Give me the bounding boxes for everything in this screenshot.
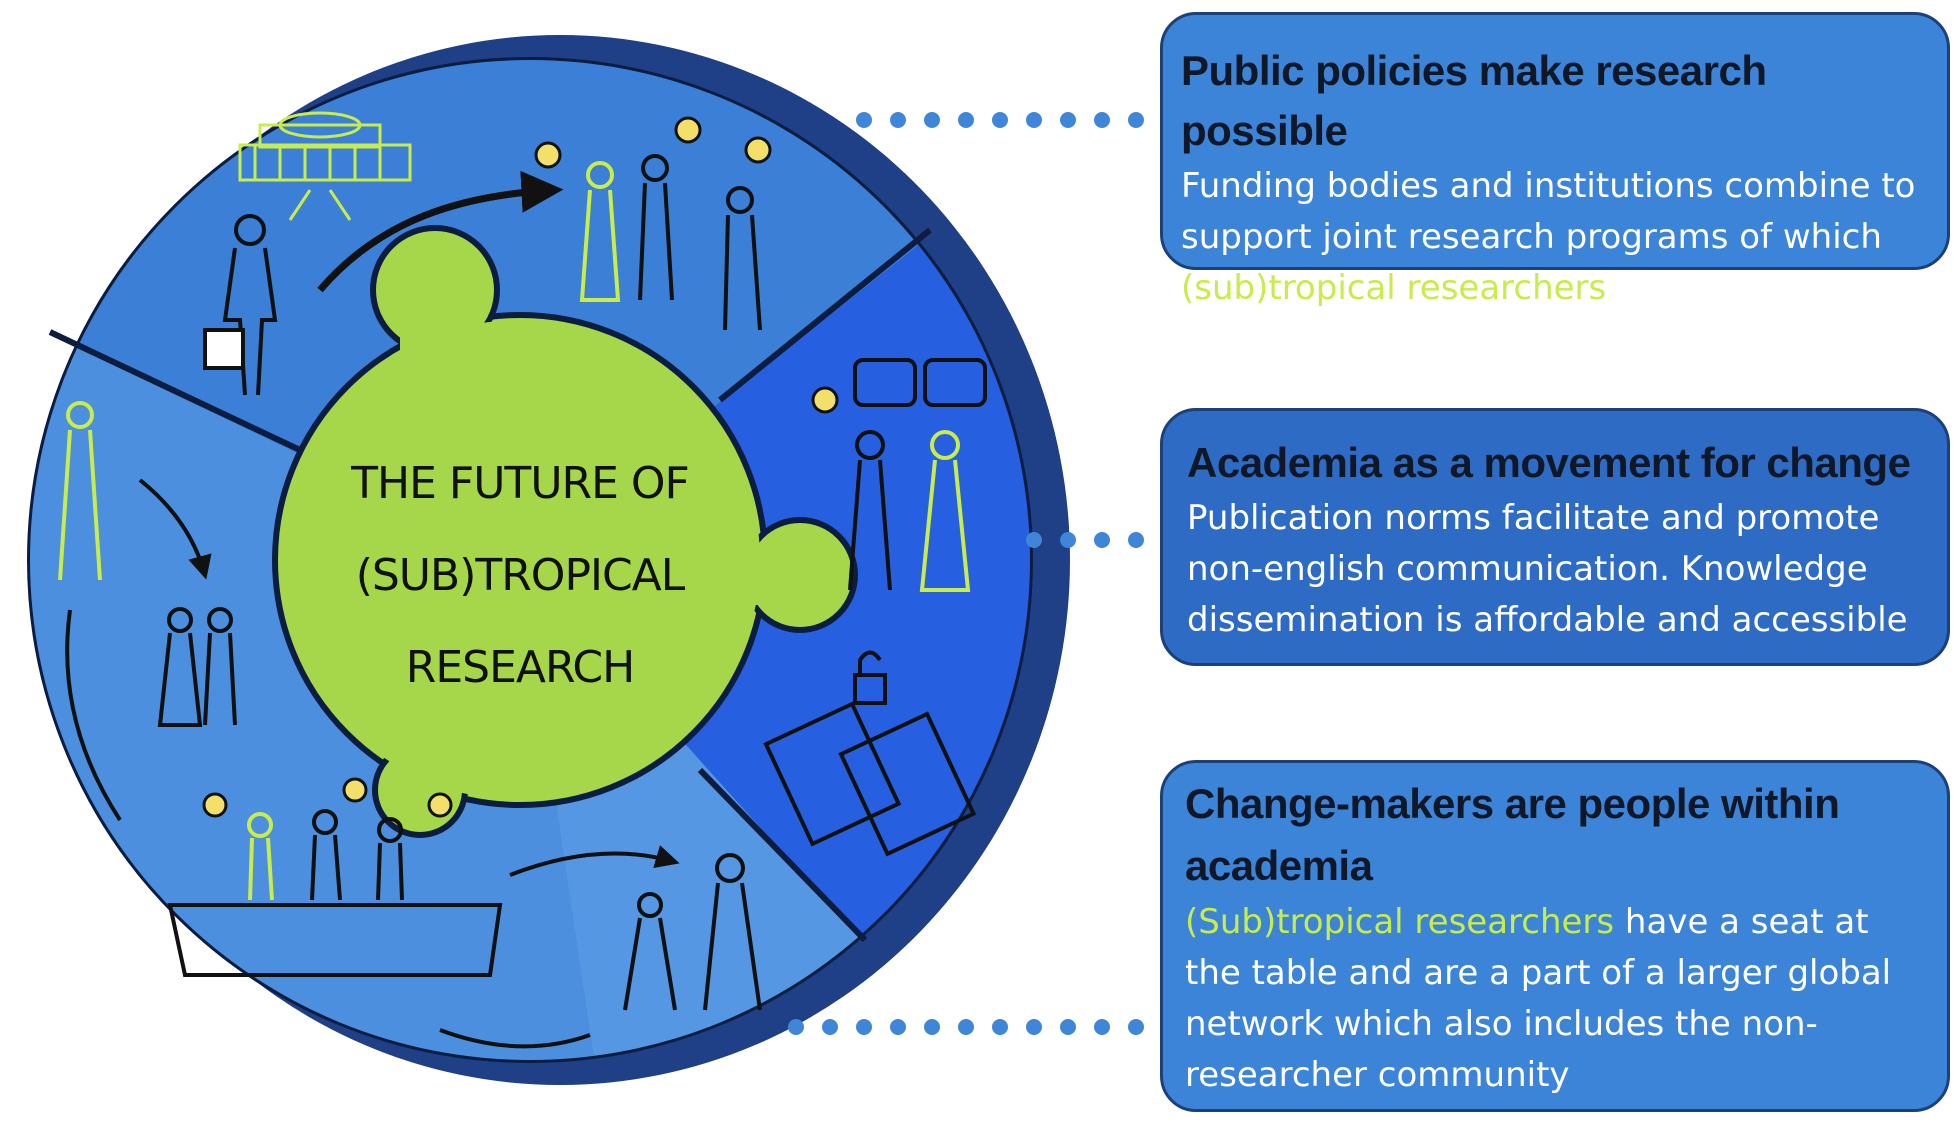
card-title: Change-makers are people within academia [1185, 780, 1840, 889]
card-public-policies: Public policies make research possible F… [1160, 12, 1950, 359]
arrow-icon [509, 845, 680, 877]
arrow-icon [138, 478, 212, 580]
person-with-briefcase-icon [203, 214, 278, 396]
arrow-icon [317, 170, 564, 293]
segment-dividers [48, 227, 932, 943]
researcher-figure-icon [848, 430, 971, 592]
connector-dots-change-makers [788, 1019, 1144, 1035]
lightbulb-icon [811, 386, 839, 414]
document-icon [763, 701, 977, 857]
table-icon [167, 903, 503, 977]
connector-dots-public-policies [856, 112, 1144, 128]
card-title: Academia as a movement for change [1187, 439, 1911, 486]
card-academia: Academia as a movement for change Public… [1160, 408, 1950, 666]
speech-bubble-icon [853, 358, 987, 407]
center-title-line1: THE FUTURE OF [350, 458, 689, 509]
card-body: Funding bodies and institutions combine … [1181, 161, 1917, 365]
researcher-figure-icon [247, 809, 762, 1011]
arrow-icon [439, 1028, 591, 1049]
segment-change-makers [520, 560, 1030, 1060]
card-title: Public policies make research possible [1181, 47, 1767, 154]
card-body-highlight: (Sub)tropical researchers [1185, 902, 1615, 942]
lightbulb-icon [202, 777, 453, 818]
card-body-text-end: are an integral part [1181, 268, 1868, 359]
card-body-highlight: (sub)tropical researchers [1181, 268, 1607, 308]
card-body: Publication norms facilitate and promote… [1187, 498, 1908, 640]
center-title-line3: RESEARCH [406, 642, 634, 693]
arrow-icon [65, 609, 122, 822]
card-body: (Sub)tropical researchers have a seat at… [1185, 897, 1917, 1101]
card-body-text: have a seat at the table and are a part … [1185, 902, 1892, 1095]
padlock-icon [853, 650, 887, 705]
card-body-text: Funding bodies and institutions combine … [1181, 166, 1916, 257]
lightbulb-icon [534, 116, 772, 169]
researcher-figure-icon [58, 401, 237, 727]
researcher-figure-icon [579, 154, 762, 331]
building-icon [238, 111, 412, 221]
center-title-line2: (SUB)TROPICAL [356, 550, 686, 601]
connector-dots-academia [1026, 532, 1144, 548]
card-change-makers: Change-makers are people within academia… [1160, 760, 1950, 1112]
